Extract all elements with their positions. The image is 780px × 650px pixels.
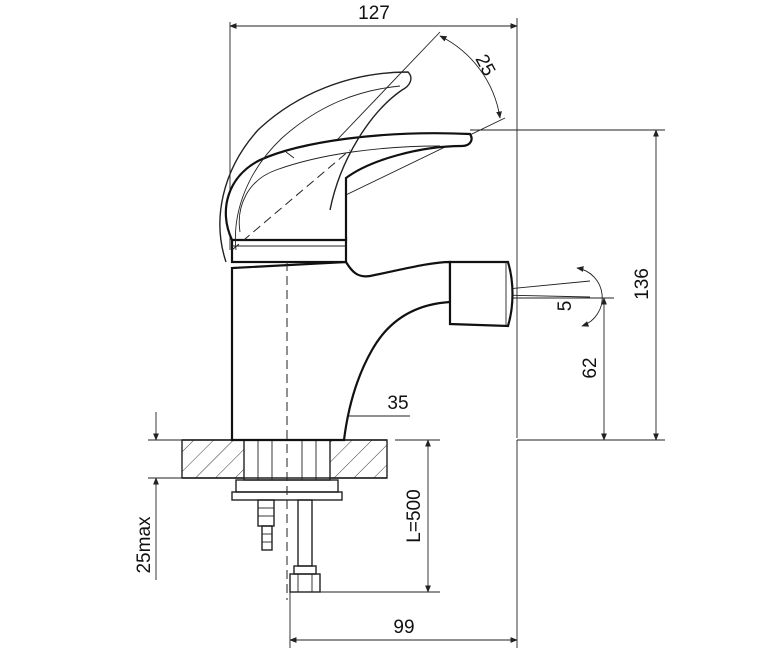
dimension-62-label: 62	[580, 357, 601, 378]
dimension-136-label: 136	[632, 268, 653, 300]
dimension-hose-length: L=500	[320, 439, 440, 593]
lever-axis-line	[231, 149, 351, 251]
dimension-25max-label: 25max	[134, 516, 155, 574]
dimension-136: 136	[470, 129, 665, 441]
dimension-25-label: 25	[471, 51, 499, 80]
dimension-127-label: 127	[358, 3, 390, 24]
faucet-body	[230, 236, 514, 442]
lever-handle	[224, 132, 473, 242]
dimension-62: 62	[510, 297, 614, 441]
dimension-99-label: 99	[393, 617, 414, 638]
dimension-35-label: 35	[387, 393, 408, 414]
dimension-counter-thickness: 25max	[134, 412, 190, 580]
lever-handle-raised	[219, 71, 412, 263]
dimension-5-label: 5	[555, 301, 576, 312]
dimension-99: 99	[289, 440, 518, 648]
countertop-section	[181, 438, 388, 480]
dimension-L500-label: L=500	[404, 489, 425, 542]
